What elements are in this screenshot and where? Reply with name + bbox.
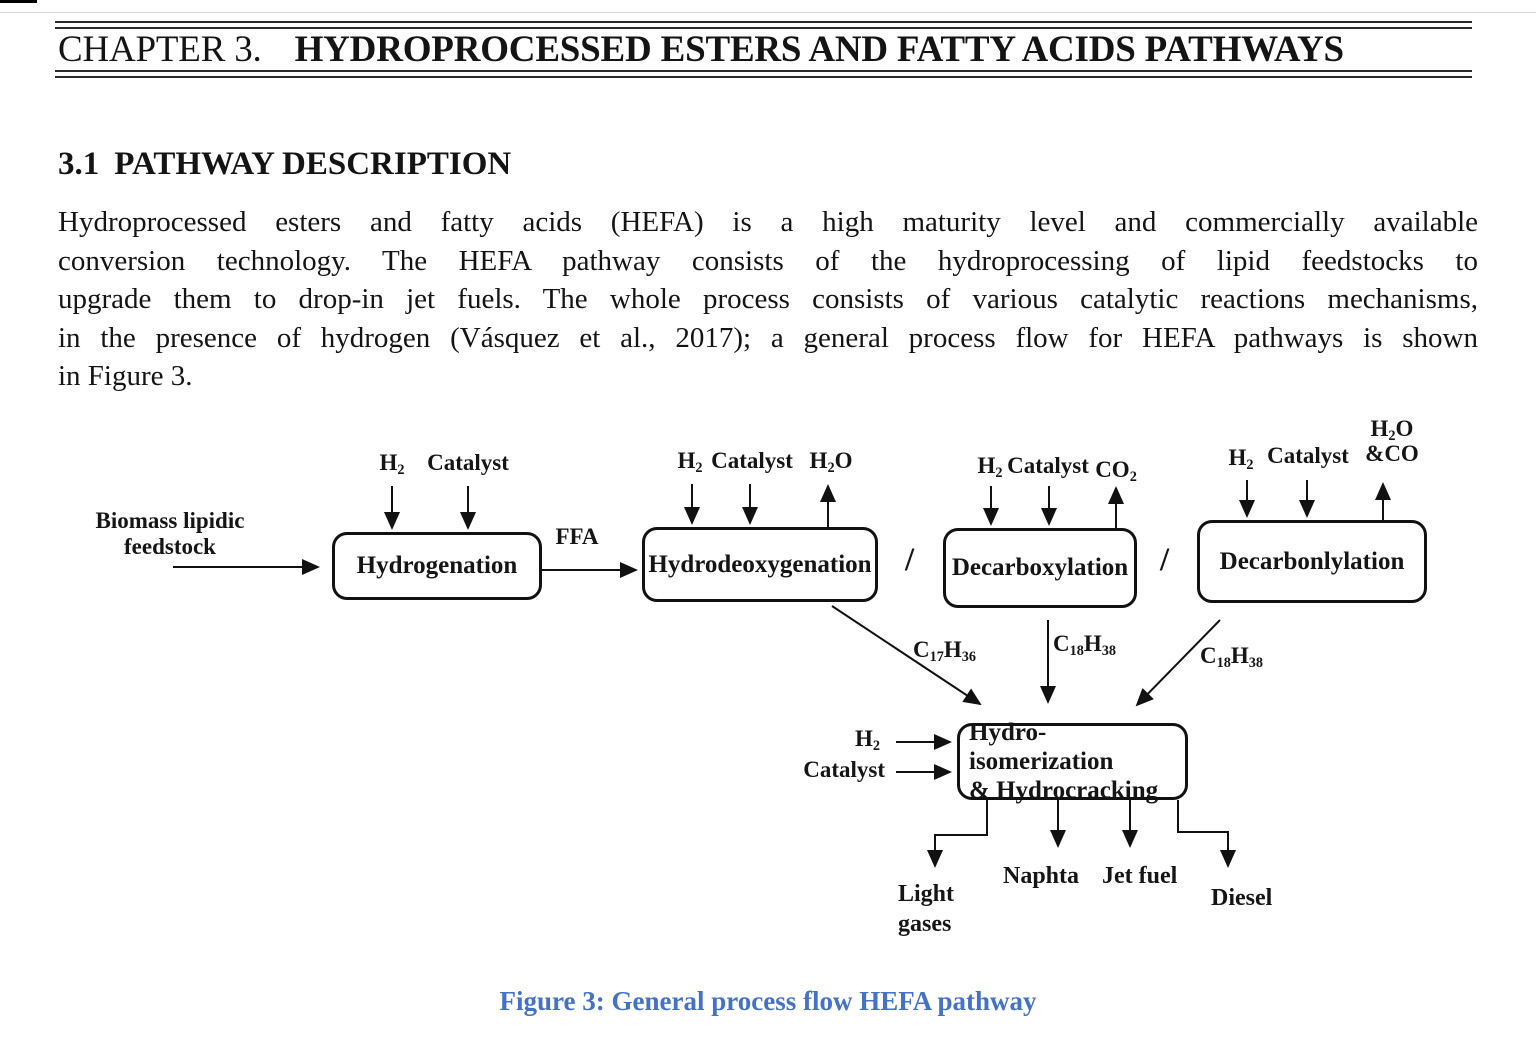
- h2-label: H2: [379, 450, 405, 478]
- or-separator: /: [905, 542, 915, 578]
- catalyst-label: Catalyst: [803, 757, 885, 782]
- feedstock-label: Biomass lipidic feedstock: [95, 508, 245, 559]
- body-paragraph: Hydroprocessed esters and fatty acids (H…: [58, 203, 1478, 396]
- catalyst-label: Catalyst: [427, 450, 509, 475]
- paragraph-line: upgrade them to drop-in jet fuels. The w…: [58, 283, 1478, 315]
- decarbonlylation-box: Decarbonlylation: [1197, 520, 1427, 603]
- hydrodeoxygenation-box: Hydrodeoxygenation: [642, 527, 878, 602]
- arrow-to-diesel: [1177, 800, 1236, 868]
- flow-arrows: [173, 480, 1391, 868]
- paragraph-line: in the presence of hydrogen (Vásquez et …: [58, 321, 1478, 354]
- decarboxylation-box: Decarboxylation: [943, 528, 1137, 608]
- h2o-label: H2O: [809, 448, 853, 476]
- arrow-c18h38-stream-right: [1135, 619, 1221, 707]
- diesel-label: Diesel: [1211, 885, 1273, 911]
- chapter-title: HYDROPROCESSED ESTERS AND FATTY ACIDS PA…: [294, 29, 1344, 70]
- hydrogenation-box: Hydrogenation: [332, 532, 542, 600]
- hefa-process-flow-diagram: Biomass lipidic feedstock H2 Catalyst H2…: [0, 400, 1536, 960]
- scan-artifact-corner: [0, 0, 37, 3]
- chapter-heading: CHAPTER 3. HYDROPROCESSED ESTERS AND FATT…: [58, 28, 1344, 71]
- scan-artifact-line: [0, 12, 1536, 13]
- h2-label: H2: [1228, 445, 1254, 473]
- chapter-label: CHAPTER 3.: [58, 29, 262, 70]
- catalyst-label: Catalyst: [1267, 443, 1349, 468]
- or-separator: /: [1160, 542, 1170, 578]
- c18h38-label: C18H38: [1200, 643, 1264, 671]
- h2-label: H2: [677, 448, 703, 476]
- chapter-rule-top: [55, 21, 1472, 29]
- c18h38-label: C18H38: [1053, 631, 1117, 659]
- catalyst-label: Catalyst: [1007, 453, 1089, 478]
- h2-label: H2: [854, 726, 880, 754]
- c17h36-label: C17H36: [913, 637, 977, 665]
- section-number: 3.1: [58, 146, 100, 182]
- section-title: PATHWAY DESCRIPTION: [114, 146, 512, 182]
- arrow-to-light-gases: [927, 800, 988, 868]
- chapter-rule-bottom: [55, 70, 1472, 78]
- h2o-co-label: H2O &CO: [1365, 416, 1419, 466]
- paragraph-line: in Figure 3.: [58, 360, 193, 392]
- naphta-label: Naphta: [1003, 863, 1080, 889]
- paragraph-line: conversion technology. The HEFA pathway …: [58, 244, 1478, 277]
- arrow-c17h36-stream: [831, 605, 982, 706]
- section-heading: 3.1 PATHWAY DESCRIPTION: [58, 146, 511, 183]
- hydroisomerization-hydrocracking-box: Hydro-isomerization & Hydrocracking: [957, 719, 1188, 804]
- jet-fuel-label: Jet fuel: [1102, 863, 1178, 889]
- co2-label: CO2: [1095, 457, 1137, 485]
- paragraph-line: Hydroprocessed esters and fatty acids (H…: [58, 206, 1478, 238]
- catalyst-label: Catalyst: [711, 448, 793, 473]
- ffa-label: FFA: [555, 524, 599, 549]
- h2-label: H2: [977, 453, 1003, 481]
- light-gases-label: Light gases: [898, 881, 955, 937]
- figure-caption: Figure 3: General process flow HEFA path…: [499, 986, 1037, 1016]
